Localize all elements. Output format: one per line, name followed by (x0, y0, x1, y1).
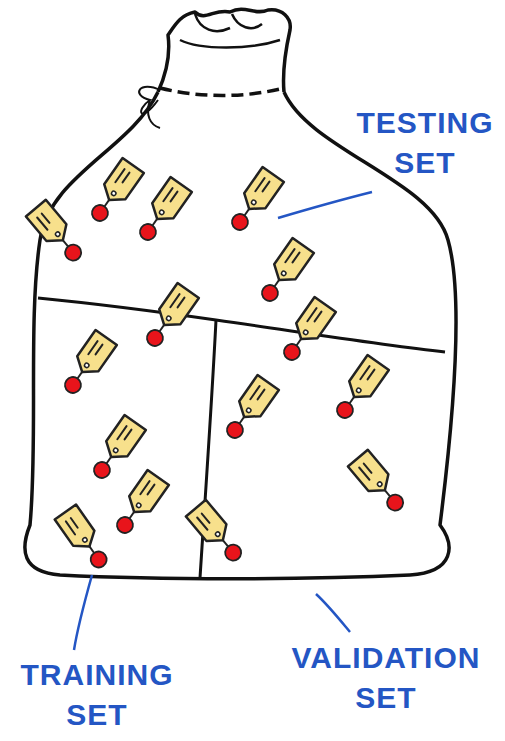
set-label: TRAINING SET (2, 655, 192, 735)
set-label: VALIDATION SET (280, 638, 492, 718)
leader-line (278, 192, 372, 218)
set-label: TESTING SET (345, 103, 505, 183)
sack-folds (180, 14, 280, 48)
sack-top (158, 9, 290, 92)
sack-outline (25, 92, 456, 579)
leader-line (316, 594, 350, 632)
tie-bow (139, 87, 160, 128)
data-tags (26, 158, 410, 573)
tie-band (160, 88, 284, 96)
leader-line (74, 575, 92, 650)
